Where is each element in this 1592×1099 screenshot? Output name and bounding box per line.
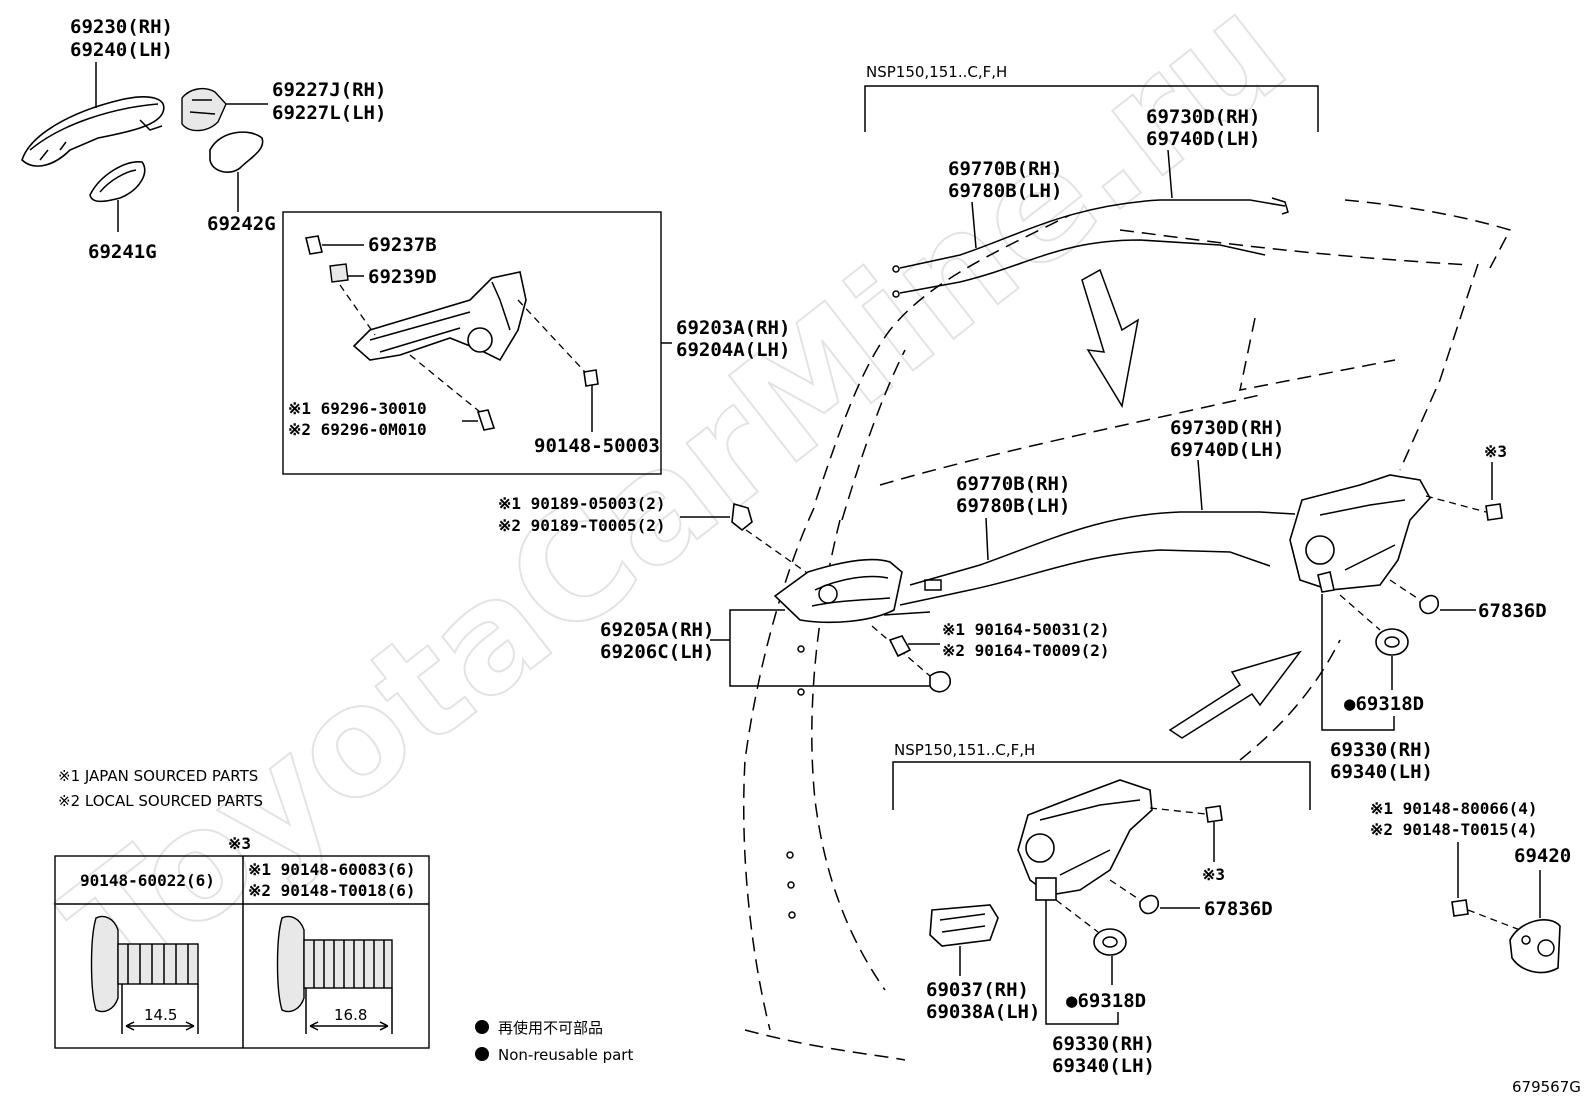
part-69330-main[interactable]: 69330(RH) [1330,739,1433,761]
part-90148-50003[interactable]: 90148-50003 [534,435,660,457]
part-69340-bottom[interactable]: 69340(LH) [1052,1055,1155,1077]
clip-illustration [731,502,753,532]
part-69330-bottom[interactable]: 69330(RH) [1052,1033,1155,1055]
part-69770B-top[interactable]: 69770B(RH) [948,158,1062,180]
part-69227J[interactable]: 69227J(RH) [272,79,386,101]
bolt3-bottom-illustration [1205,805,1223,823]
main-lock-illustration [1289,474,1431,593]
part-69740D-main[interactable]: 69740D(LH) [1170,439,1284,461]
part-69230[interactable]: 69230(RH) [70,16,173,38]
bottom-variant-label: NSP150,151..C,F,H [894,741,1035,759]
seal-illustration [1419,594,1439,615]
screw-table-header: ※3 [228,834,251,853]
part-69205A[interactable]: 69205A(RH) [600,619,714,641]
screw-table-col2-japan: ※1 90148-60083(6) [248,860,416,879]
part-69038A[interactable]: 69038A(LH) [926,1001,1040,1023]
screw-b-illustration [276,915,393,1034]
part-69420[interactable]: 69420 [1514,845,1571,867]
striker-illustration [1509,919,1561,974]
legend-jp: 再使用不可部品 [498,1019,603,1037]
part-69237B[interactable]: 69237B [368,234,437,256]
part-69730D-main[interactable]: 69730D(RH) [1170,417,1284,439]
washer-illustration [1375,628,1409,656]
screw-table-col1: 90148-60022(6) [80,871,215,890]
part-69780B-main[interactable]: 69780B(LH) [956,495,1070,517]
part-69296-0M010[interactable]: ※2 69296-0M010 [288,420,427,439]
ref3-bottom[interactable]: ※3 [1202,865,1225,884]
ref3-main[interactable]: ※3 [1484,442,1507,461]
part-69206C[interactable]: 69206C(LH) [600,641,714,663]
screw-dim-1: 14.5 [144,1006,177,1024]
pad-69241-illustration [89,161,146,203]
part-69296-30010[interactable]: ※1 69296-30010 [288,399,427,418]
screw-dim-2: 16.8 [334,1006,367,1024]
legend-dot-jp [475,1020,489,1034]
note-japan: ※1 JAPAN SOURCED PARTS [58,767,258,785]
top-variant-bracket [864,85,1319,132]
screw-table [54,855,430,1049]
part-69770B-main[interactable]: 69770B(RH) [956,473,1070,495]
outside-handle-illustration [21,96,165,167]
part-90189-05003[interactable]: ※1 90189-05003(2) [498,494,666,513]
striker-screw-illustration [1451,899,1469,917]
part-69318D-bottom[interactable]: ●69318D [1066,990,1146,1012]
part-69730D-top[interactable]: 69730D(RH) [1146,106,1260,128]
inside-handle-illustration [773,558,903,624]
screw-table-col2-local: ※2 90148-T0018(6) [248,881,416,900]
part-69340-main[interactable]: 69340(LH) [1330,761,1433,783]
bolt3-illustration [1485,503,1503,521]
arrow-up-illustration [1168,650,1302,739]
part-69240[interactable]: 69240(LH) [70,39,173,61]
handle-cover-illustration [181,87,227,132]
part-67836D-main[interactable]: 67836D [1478,600,1547,622]
part-67836D-bottom[interactable]: 67836D [1204,898,1273,920]
part-69037[interactable]: 69037(RH) [926,979,1029,1001]
part-69740D-top[interactable]: 69740D(LH) [1146,128,1260,150]
note-local: ※2 LOCAL SOURCED PARTS [58,792,263,810]
actuator-illustration [929,904,999,947]
part-69318D-main[interactable]: ●69318D [1344,693,1424,715]
part-90164-50031[interactable]: ※1 90164-50031(2) [942,620,1110,639]
part-90164-T0009[interactable]: ※2 90164-T0009(2) [942,641,1110,660]
arrow-down-illustration [1081,268,1140,409]
cap-illustration [929,671,951,693]
drawing-number: 679567G [1512,1078,1581,1096]
seal-bottom-illustration [1139,894,1159,915]
part-69227L[interactable]: 69227L(LH) [272,102,386,124]
main-cables-illustration [883,511,1296,616]
part-90148-T0015[interactable]: ※2 90148-T0015(4) [1370,820,1538,839]
bottom-lock-illustration [1017,779,1153,901]
top-variant-label: NSP150,151..C,F,H [866,63,1007,81]
screw-a-illustration [90,915,199,1034]
part-69204A[interactable]: 69204A(LH) [676,339,790,361]
legend-en: Non-reusable part [498,1046,633,1064]
bottom-variant-bracket [892,761,1311,810]
part-69239D[interactable]: 69239D [368,266,437,288]
washer-bottom-illustration [1093,928,1127,956]
part-90189-T0005[interactable]: ※2 90189-T0005(2) [498,516,666,535]
part-69241G[interactable]: 69241G [88,241,157,263]
part-90148-80066[interactable]: ※1 90148-80066(4) [1370,799,1538,818]
part-69203A[interactable]: 69203A(RH) [676,317,790,339]
frame-illustration [305,235,599,431]
top-cables-illustration [892,197,1289,298]
pad-69242-illustration [209,131,264,173]
part-69242G[interactable]: 69242G [207,213,276,235]
part-69780B-top[interactable]: 69780B(LH) [948,180,1062,202]
screw-illustration [888,635,912,658]
legend-dot-en [475,1047,489,1061]
